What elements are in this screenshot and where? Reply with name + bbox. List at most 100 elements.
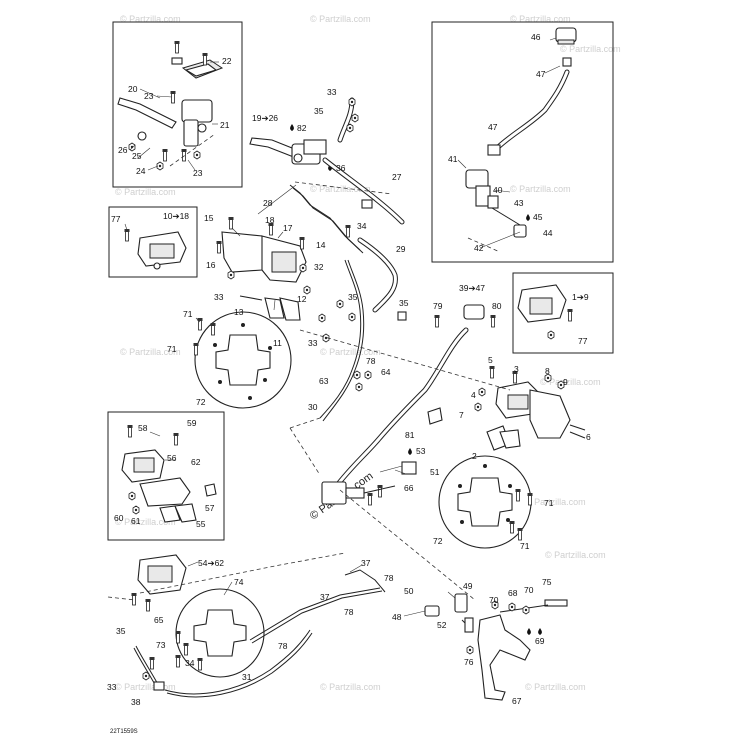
label-69: 69 [535,636,545,646]
label-4: 4 [471,390,476,400]
label-33: 33 [327,87,337,97]
label-80: 80 [492,301,502,311]
label-34: 34 [357,221,367,231]
label-34b: 34 [185,658,195,668]
watermark: © Partzilla.com [320,347,381,357]
rear-caliper-disc [131,554,386,698]
label-39-47: 39➔47 [459,283,485,293]
label-71c: 71 [544,498,554,508]
rear-reservoir-parts [457,27,577,249]
label-78: 78 [366,356,376,366]
label-33b: 33 [214,292,224,302]
label-35d: 35 [116,626,126,636]
label-11: 11 [273,338,282,348]
diagram-code: 22T1559S [110,729,138,735]
label-72b: 72 [433,536,443,546]
label-6: 6 [586,432,591,442]
label-37: 37 [361,558,371,568]
watermark: © Partzilla.com [120,347,181,357]
watermark: © Partzilla.com [560,44,621,54]
watermark: © Partzilla.com [320,682,381,692]
label-61: 61 [131,516,141,526]
label-45: 45 [533,212,543,222]
label-23b: 23 [193,168,203,178]
watermark: © Partzilla.com [510,14,571,24]
part-labels: 22 20 23 21 26 25 24 23 33 35 19➔26 82 3… [107,32,591,735]
reference-lines [107,133,511,601]
label-79: 79 [433,301,443,311]
watermark: © Partzilla.com [310,14,371,24]
label-35c: 35 [399,298,409,308]
watermark: © Partzilla.com [510,184,571,194]
watermark: © Partzilla.com [545,550,606,560]
label-51: 51 [430,467,440,477]
inset-rear-caliper [107,411,225,541]
label-24: 24 [136,166,146,176]
watermark: © Partzilla.com [525,497,586,507]
label-73: 73 [156,640,166,650]
label-26: 26 [118,145,128,155]
label-58: 58 [138,423,148,433]
label-68: 68 [508,588,518,598]
label-35: 35 [314,106,324,116]
label-38: 38 [131,697,141,707]
label-20: 20 [128,84,138,94]
label-25: 25 [132,151,142,161]
watermark: © Partzilla.com [525,682,586,692]
label-2: 2 [472,451,477,461]
inset-rear-reservoir [431,21,614,263]
inset-front-caliper-left [108,206,198,278]
label-62: 62 [191,457,201,467]
label-40: 40 [493,185,503,195]
label-21: 21 [220,120,230,130]
label-33d: 33 [107,682,117,692]
label-63: 63 [319,376,329,386]
label-33c: 33 [308,338,318,348]
label-47: 47 [536,69,546,79]
label-8: 8 [545,366,550,376]
label-78b: 78 [384,573,394,583]
label-77: 77 [111,214,121,224]
label-81: 81 [405,430,415,440]
label-49: 49 [463,581,473,591]
label-41: 41 [448,154,458,164]
label-78d: 78 [278,641,288,651]
watermark: © Partzilla.com [115,682,176,692]
label-75: 75 [542,577,552,587]
label-74: 74 [234,577,244,587]
label-3: 3 [514,364,519,374]
label-5: 5 [488,355,493,365]
label-50: 50 [404,586,414,596]
label-48: 48 [392,612,402,622]
inset-front-caliper-right [512,272,614,354]
watermark: © Partzilla.com [120,14,181,24]
watermark: © Partzilla.com [115,517,176,527]
rear-caliper-inset [121,424,217,523]
label-1-9: 1➔9 [572,292,589,302]
label-64: 64 [381,367,391,377]
label-66: 66 [404,483,414,493]
label-23: 23 [144,91,154,101]
label-32: 32 [314,262,324,272]
front-brake-hoses [318,237,407,422]
label-37b: 37 [320,592,330,602]
label-15: 15 [204,213,214,223]
label-36: 36 [336,163,346,173]
label-56: 56 [167,453,177,463]
label-27: 27 [392,172,402,182]
label-70: 70 [489,595,499,605]
label-53: 53 [416,446,426,456]
label-52: 52 [437,620,447,630]
label-47b: 47 [488,122,498,132]
label-19-26: 19➔26 [252,113,278,123]
front-disc-right [438,455,533,549]
label-71: 71 [183,309,193,319]
watermark: © Partzilla.com [310,184,371,194]
label-17: 17 [283,223,293,233]
label-13: 13 [234,307,244,317]
label-44: 44 [543,228,553,238]
label-57: 57 [205,503,215,513]
inset-handlebar-master-cylinder [112,21,243,188]
label-67: 67 [512,696,522,706]
